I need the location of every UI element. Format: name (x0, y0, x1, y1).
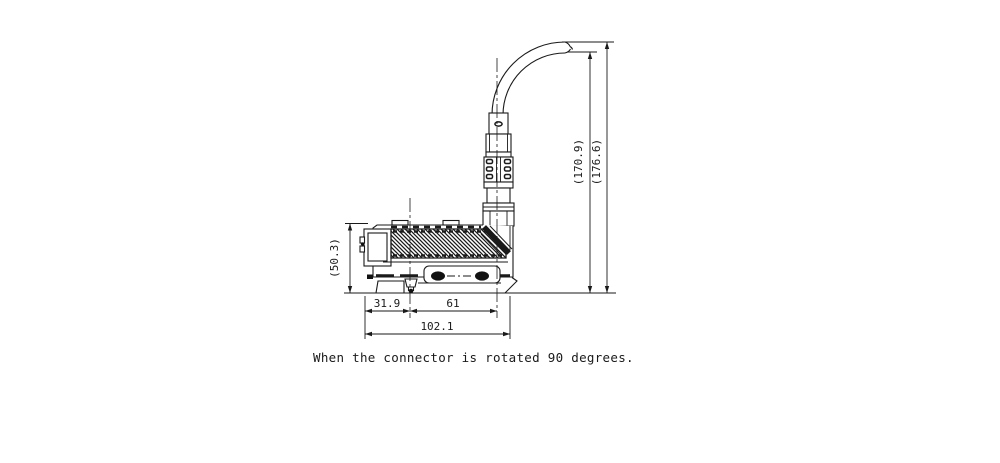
elbow-base (482, 210, 515, 227)
roller-right (475, 271, 489, 281)
dim-overall-length (365, 296, 511, 339)
dim-cable-height-inner (567, 51, 597, 293)
dim-label-center-offset: 61 (446, 297, 459, 310)
hatched-band (390, 228, 507, 259)
boot-hole (494, 121, 503, 127)
dim-label-cable-height-outer: (176.6) (590, 139, 603, 185)
dim-label-cable-height-inner: (170.9) (572, 139, 585, 185)
dim-label-overall-length: 102.1 (420, 320, 453, 333)
clamp-screw (404, 278, 418, 288)
dim-center-offset (410, 308, 497, 314)
dim-label-left-offset: 31.9 (374, 297, 401, 310)
centerlines (409, 58, 498, 318)
sensor-body (359, 219, 514, 284)
dim-cable-height-outer (562, 41, 614, 293)
cable-bend (491, 41, 574, 116)
elbow-chamfer (482, 225, 511, 255)
roller-left (431, 271, 445, 281)
dimensions (344, 41, 616, 339)
dim-label-body-height: (50.3) (328, 238, 341, 278)
dim-body-height (345, 223, 368, 293)
caption: When the connector is rotated 90 degrees… (313, 350, 634, 365)
dim-left-offset (364, 296, 410, 339)
connector-assembly (482, 112, 515, 227)
